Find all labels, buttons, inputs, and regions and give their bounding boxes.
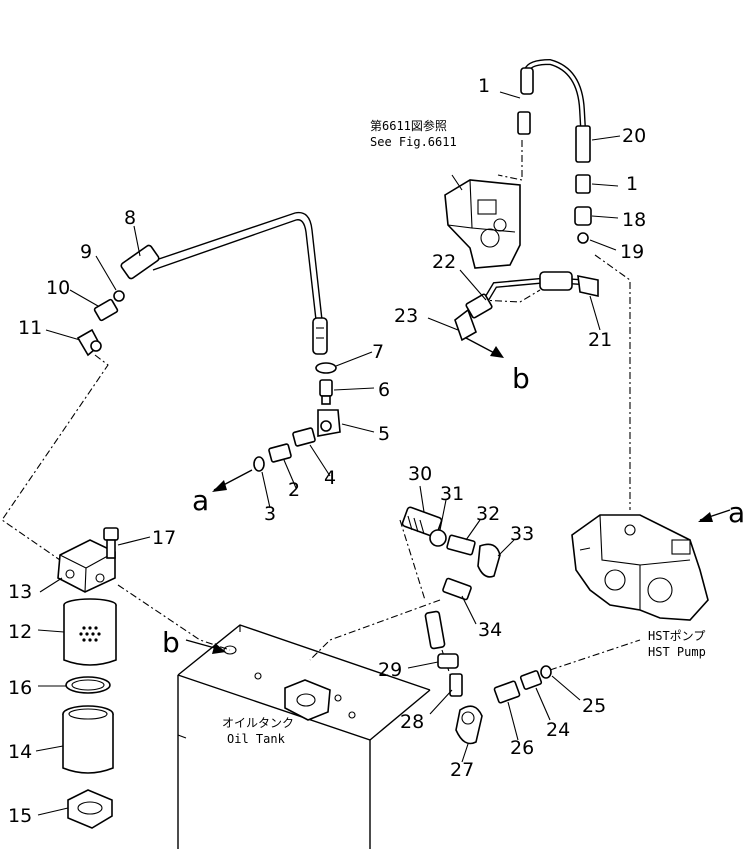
part-label: 26 (510, 737, 534, 759)
leader-lines (35, 91, 621, 816)
part-label: 12 (8, 621, 32, 643)
part-label: 34 (478, 619, 502, 641)
fitting-9-10-11 (76, 290, 125, 357)
hst-pump (571, 514, 709, 621)
part-label: 23 (394, 305, 418, 327)
part-label: 1 (478, 75, 490, 97)
part-label: 27 (450, 759, 474, 781)
captions: 第6611図参照 See Fig.6611 オイルタンク Oil Tank HS… (222, 118, 706, 746)
valve-block (444, 179, 521, 269)
part-label: 3 (264, 503, 276, 525)
fitting-chain-24-29 (437, 653, 552, 745)
hose-assembly-8 (120, 211, 328, 355)
oil-tank-en: Oil Tank (227, 732, 286, 746)
part-label: 11 (18, 317, 42, 339)
hose-assembly-30 (401, 506, 501, 650)
part-label: 19 (620, 241, 644, 263)
filter-element-12 (63, 598, 117, 666)
part-label: 9 (80, 241, 92, 263)
part-label: 8 (124, 207, 136, 229)
part-label: 17 (152, 527, 176, 549)
part-label: 14 (8, 741, 32, 763)
part-label: 2 (288, 479, 300, 501)
case-14 (62, 705, 114, 774)
part-label: 15 (8, 805, 32, 827)
part-label: 30 (408, 463, 432, 485)
hose-assembly-22 (454, 271, 599, 342)
part-label: 10 (46, 277, 70, 299)
part-label: 5 (378, 423, 390, 445)
part-label: 31 (440, 483, 464, 505)
plate-15 (67, 789, 113, 829)
part-label: 32 (476, 503, 500, 525)
connector-arrows (185, 337, 731, 654)
part-label: 28 (400, 711, 424, 733)
connector-a-left: a (192, 484, 209, 517)
part-label: 20 (622, 125, 646, 147)
bolt-17 (103, 527, 119, 559)
hst-pump-jp: HSTポンプ (648, 629, 705, 643)
part-label: 33 (510, 523, 534, 545)
connector-a-right: a (728, 496, 745, 529)
gasket-16 (65, 676, 111, 694)
part-label: 22 (432, 251, 456, 273)
fig-ref-en: See Fig.6611 (370, 135, 457, 149)
part-label: 18 (622, 209, 646, 231)
part-label: 4 (324, 467, 336, 489)
filter-head-13 (57, 539, 116, 593)
part-label: 13 (8, 581, 32, 603)
part-label: 1 (626, 173, 638, 195)
oil-tank-jp: オイルタンク (222, 716, 294, 730)
connector-letters: a a b b (162, 362, 745, 659)
part-label: 25 (582, 695, 606, 717)
part-label: 24 (546, 719, 570, 741)
oil-tank (177, 624, 431, 849)
part-label: 6 (378, 379, 390, 401)
part-label: 16 (8, 677, 32, 699)
connector-b-lower: b (162, 626, 180, 659)
connector-b-upper: b (512, 362, 530, 395)
fitting-chain-2-7 (253, 362, 341, 472)
fig-ref-jp: 第6611図参照 (370, 118, 447, 133)
part-label: 21 (588, 329, 612, 351)
hst-pump-en: HST Pump (648, 645, 706, 659)
part-label: 29 (378, 659, 402, 681)
part-label: 7 (372, 341, 384, 363)
hose-assembly-20 (517, 58, 592, 244)
part-numbers: 1 1 2 3 4 5 6 7 8 9 10 11 12 13 14 15 16… (8, 75, 646, 827)
